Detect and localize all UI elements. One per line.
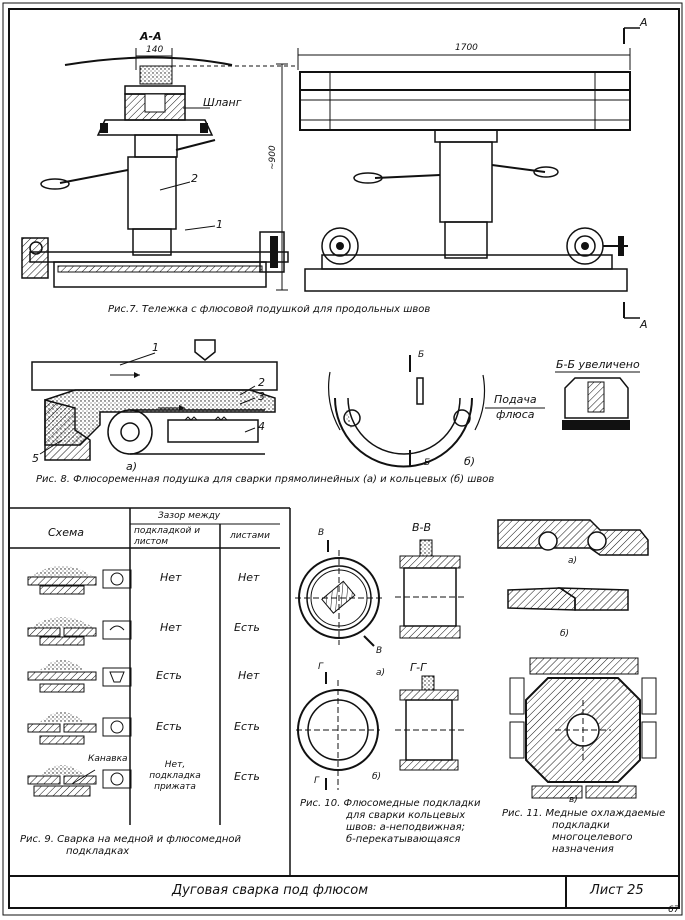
fig9-header-scheme: Схема: [48, 526, 84, 539]
fig9-row3-col2: Нет: [238, 669, 260, 682]
fig9-header-col2: листами: [230, 531, 270, 541]
fig7-dim-140: 140: [146, 45, 164, 55]
sheet-title: Дуговая сварка под флюсом: [172, 883, 369, 898]
fig9-row1-col2: Нет: [238, 571, 260, 584]
fig9-row4-col1: Есть: [156, 720, 182, 733]
fig8-flux-feed-1: Подача: [494, 393, 537, 406]
fig10-cut-v: В: [318, 528, 325, 538]
fig8-detail-title: Б-Б увеличено: [556, 358, 640, 371]
fig8-sub-b: б): [464, 455, 476, 468]
fig9-header-col1: подкладкой и листом: [134, 526, 201, 547]
fig9-row2-col1: Нет: [160, 621, 182, 634]
fig9-header-gap: Зазор между: [158, 511, 221, 521]
fig9-schemes: [27, 566, 132, 797]
fig10-rings-drawing: [295, 539, 465, 790]
page-number: 67: [668, 905, 680, 915]
fig9-caption-line1: Рис. 9. Сварка на медной и флюсомедной: [20, 834, 242, 845]
fig7-hose-label: Шланг: [203, 96, 242, 109]
fig10-cut-g2: Г: [314, 776, 320, 786]
fig9-table-grid: [9, 508, 280, 825]
fig7-cut-mark-top: А: [640, 16, 648, 29]
fig10-caption-line4: б-перекатывающаяся: [346, 834, 461, 845]
fig9-row5-col1: Нет, подкладка прижата: [149, 760, 201, 792]
fig7-callout-2: 2: [191, 172, 198, 185]
fig10-cut-v2: В: [376, 646, 383, 656]
fig8-sub-a: а): [126, 460, 138, 473]
fig11-sub-v: в): [569, 795, 578, 805]
fig8-caption: Рис. 8. Флюсоременная подушка для сварки…: [36, 474, 495, 485]
fig8-callout-4: 4: [258, 420, 265, 433]
fig7-caption: Рис.7. Тележка с флюсовой подушкой для п…: [108, 304, 431, 315]
fig11-sub-a: а): [568, 556, 578, 566]
fig11-sub-b: б): [560, 629, 570, 639]
fig11-caption-line1: Рис. 11. Медные охлаждаемые: [502, 808, 666, 819]
fig11-caption-line4: назначения: [552, 844, 614, 855]
fig8-callout-5: 5: [32, 452, 39, 465]
fig8-callout-3: 3: [258, 390, 265, 403]
sheet-number: Лист 25: [590, 883, 644, 898]
sheet-inner-frame: [8, 8, 680, 909]
fig11-copper-backings: [497, 519, 657, 799]
fig8-flux-feed-2: флюса: [496, 408, 535, 421]
fig11-caption-line3: многоцелевого: [552, 832, 633, 843]
fig7-cut-mark-bottom: А: [640, 318, 648, 331]
fig8-cut-b-bottom: Б: [424, 458, 431, 468]
fig7-section-label: А-А: [140, 30, 162, 43]
fig10-sub-a: а): [376, 668, 386, 678]
fig8-cut-b-top: Б: [418, 350, 425, 360]
fig8-callout-1: 1: [152, 341, 159, 354]
fig7-dim-1700: 1700: [455, 43, 478, 53]
fig10-sub-b: б): [372, 772, 382, 782]
fig9-row2-col2: Есть: [234, 621, 260, 634]
fig10-caption-line2: для сварки кольцевых: [346, 810, 466, 821]
fig10-caption-line1: Рис. 10. Флюсомедные подкладки: [300, 798, 481, 809]
fig11-caption-line2: подкладки: [552, 820, 610, 831]
fig8-callout-2: 2: [258, 376, 265, 389]
fig9-row1-col1: Нет: [160, 571, 182, 584]
fig9-caption-line2: подкладках: [66, 846, 130, 857]
fig9-row5-col2: Есть: [234, 770, 260, 783]
fig10-caption-line3: швов: а-неподвижная;: [346, 822, 466, 833]
fig10-section-vv: В-В: [412, 521, 432, 534]
fig7-trolley-drawing: [21, 27, 640, 319]
fig8-flux-belt-drawing: [31, 339, 640, 468]
fig7-callout-1: 1: [216, 218, 223, 231]
fig9-row4-col2: Есть: [234, 720, 260, 733]
fig10-section-gg: Г-Г: [410, 661, 427, 674]
fig9-groove-label: Канавка: [88, 754, 128, 764]
fig10-cut-g: Г: [318, 662, 324, 672]
fig9-row3-col1: Есть: [156, 669, 182, 682]
fig7-dim-900: ~900: [268, 145, 278, 170]
